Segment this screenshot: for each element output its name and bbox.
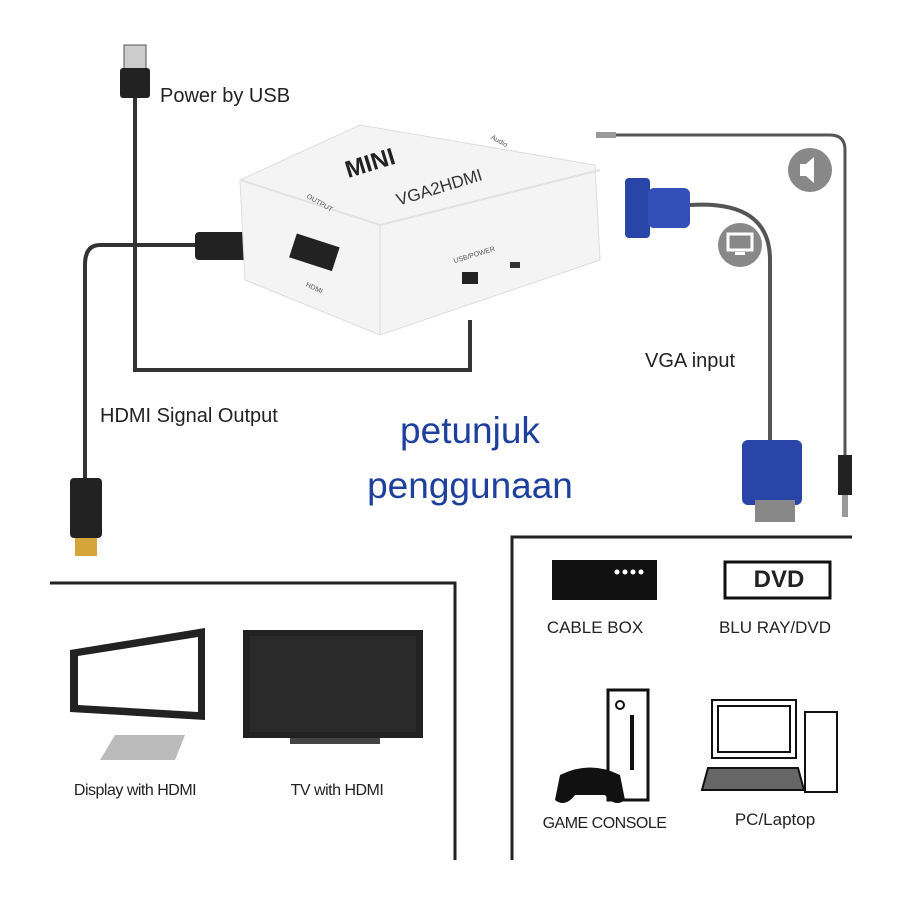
pc-label: PC/Laptop bbox=[734, 810, 816, 829]
vga-cable bbox=[689, 202, 772, 440]
audio-cable bbox=[610, 133, 847, 460]
power-label: Power by USB bbox=[160, 85, 291, 107]
pc-icon bbox=[700, 699, 838, 793]
hdmi-plug-bottom-icon bbox=[70, 478, 102, 556]
output-frame bbox=[50, 581, 457, 860]
vga-connector-bottom-icon bbox=[742, 440, 802, 522]
monitor-icon bbox=[718, 223, 762, 267]
cable-box-label: CABLE BOX bbox=[546, 618, 644, 637]
game-console-icon bbox=[555, 688, 650, 804]
tv-icon bbox=[243, 630, 423, 744]
title-line1: petunjuk bbox=[400, 410, 540, 451]
hdmi-cable bbox=[83, 243, 210, 480]
hdmi-output-label: HDMI Signal Output bbox=[100, 405, 278, 427]
usb-cable bbox=[133, 95, 472, 372]
audio-jack-icon bbox=[596, 132, 852, 517]
vga-connector-top-icon bbox=[625, 178, 690, 238]
cable-box-icon bbox=[552, 560, 657, 600]
output-tv-label: TV with HDMI bbox=[290, 782, 384, 799]
game-console-label: GAME CONSOLE bbox=[542, 815, 667, 832]
dvd-logo-box bbox=[723, 560, 832, 600]
display-icon bbox=[70, 628, 205, 760]
dvd-logo-text: DVD bbox=[753, 566, 805, 593]
source-frame bbox=[510, 535, 852, 860]
speaker-icon bbox=[788, 148, 832, 192]
usb-plug-icon bbox=[120, 44, 150, 98]
converter-device bbox=[239, 124, 601, 336]
title-line2: penggunaan bbox=[367, 465, 573, 506]
output-display-label: Display with HDMI bbox=[73, 782, 197, 799]
dvd-label: BLU RAY/DVD bbox=[718, 618, 832, 637]
vga-input-label: VGA input bbox=[645, 350, 736, 372]
